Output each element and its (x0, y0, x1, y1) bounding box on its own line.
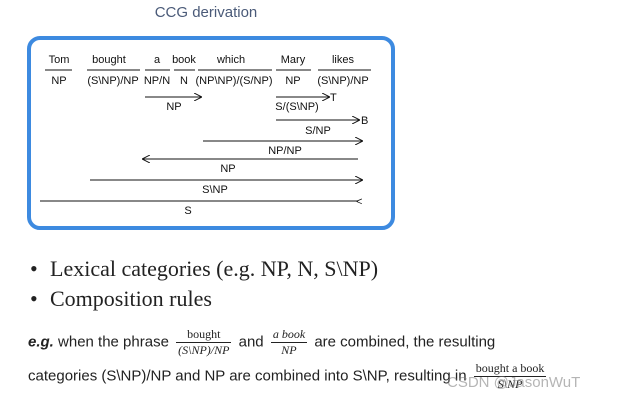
result-s-bs-np: S\NP (202, 184, 228, 196)
cat-book: N (180, 75, 188, 87)
derivation-panel (27, 36, 395, 230)
fraction-bought-den: (S\NP)/NP (178, 343, 230, 357)
fraction-a-book-den: NP (281, 343, 297, 357)
diagram-title: CCG derivation (154, 4, 258, 21)
bullet-composition: Composition rules (50, 286, 212, 311)
example-text-3: categories (S\NP)/NP and NP are combined… (28, 367, 467, 385)
example-text-2: are combined, the resulting (314, 333, 496, 351)
watermark: CSDN @JasonWuT (447, 374, 581, 391)
fraction-bought: bought (S\NP)/NP (176, 327, 232, 358)
example-line-1: e.g. when the phrase bought (S\NP)/NP an… (28, 327, 495, 358)
fraction-a-book-num: a book (270, 327, 308, 343)
word-mary: Mary (281, 54, 306, 66)
result-s-over-s-np: S/(S\NP) (275, 101, 318, 113)
example-text-1: when the phrase (58, 333, 169, 351)
word-tom: Tom (49, 54, 70, 66)
word-likes: likes (332, 54, 355, 66)
bullet-lexical: Lexical categories (e.g. NP, N, S\NP) (50, 256, 379, 281)
fraction-bought-a-book: bought a book S\NP (473, 361, 547, 392)
result-np-over-np: NP/NP (268, 145, 302, 157)
bullet-item: •Composition rules (30, 286, 212, 311)
example-and: and (238, 333, 264, 351)
ccg-derivation: Tom bought a book which Mary likes NP (S… (40, 54, 371, 217)
word-a: a (154, 54, 161, 66)
cat-mary: NP (285, 75, 300, 87)
fraction-bought-a-book-den: S\NP (497, 377, 523, 391)
fraction-bought-a-book-num: bought a book (473, 361, 547, 377)
result-s-over-np: S/NP (305, 125, 331, 137)
bullet-list: •Lexical categories (e.g. NP, N, S\NP) •… (30, 254, 378, 314)
fraction-a-book: a book NP (270, 327, 308, 358)
rule-b: B (361, 115, 368, 127)
result-s: S (184, 205, 191, 217)
word-book: book (172, 54, 196, 66)
result-np-1: NP (166, 101, 181, 113)
result-np-2: NP (220, 163, 235, 175)
bullet-item: •Lexical categories (e.g. NP, N, S\NP) (30, 256, 379, 281)
example-lead: e.g. (28, 333, 54, 351)
rule-t: T (330, 92, 337, 104)
example-line-2: categories (S\NP)/NP and NP are combined… (28, 361, 549, 392)
word-which: which (216, 54, 245, 66)
arrow-sentence-head: < (356, 196, 362, 208)
cat-tom: NP (51, 75, 66, 87)
word-bought: bought (92, 54, 126, 66)
cat-a: NP/N (144, 75, 170, 87)
cat-likes: (S\NP)/NP (317, 75, 368, 87)
cat-which: (NP\NP)/(S/NP) (196, 75, 273, 87)
cat-bought: (S\NP)/NP (87, 75, 138, 87)
fraction-bought-num: bought (176, 327, 232, 343)
